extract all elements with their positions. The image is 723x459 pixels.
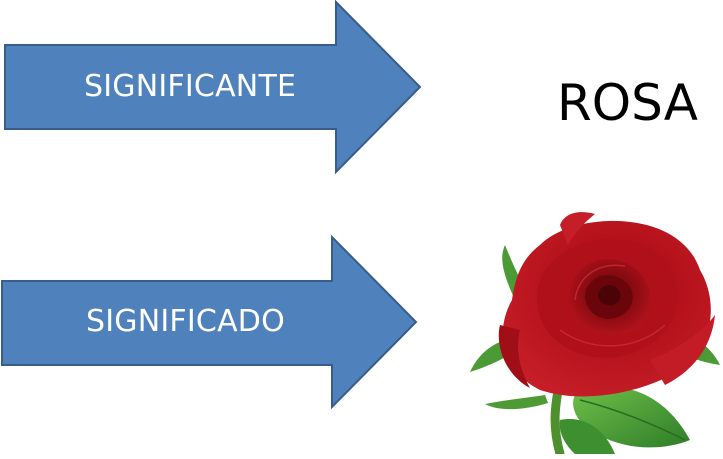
significante-label: SIGNIFICANTE <box>84 69 297 104</box>
rose-icon <box>470 212 720 459</box>
significado-label: SIGNIFICADO <box>86 304 285 339</box>
arrow-significante <box>4 0 422 175</box>
arrow-significado <box>1 234 418 410</box>
word-rosa: ROSA <box>557 74 698 132</box>
